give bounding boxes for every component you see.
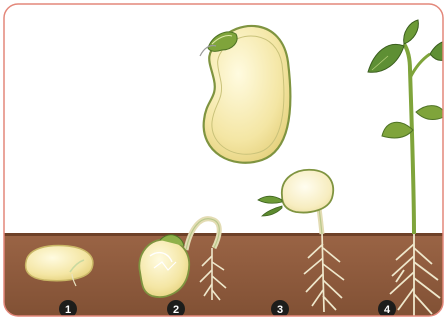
stage-number-2: 2 — [173, 304, 179, 316]
soil-surface — [0, 233, 447, 236]
stage-number-1: 1 — [65, 304, 71, 316]
stage-number-3: 3 — [277, 304, 283, 316]
large-bean-seed — [200, 26, 290, 163]
stage-number-4: 4 — [384, 304, 391, 316]
